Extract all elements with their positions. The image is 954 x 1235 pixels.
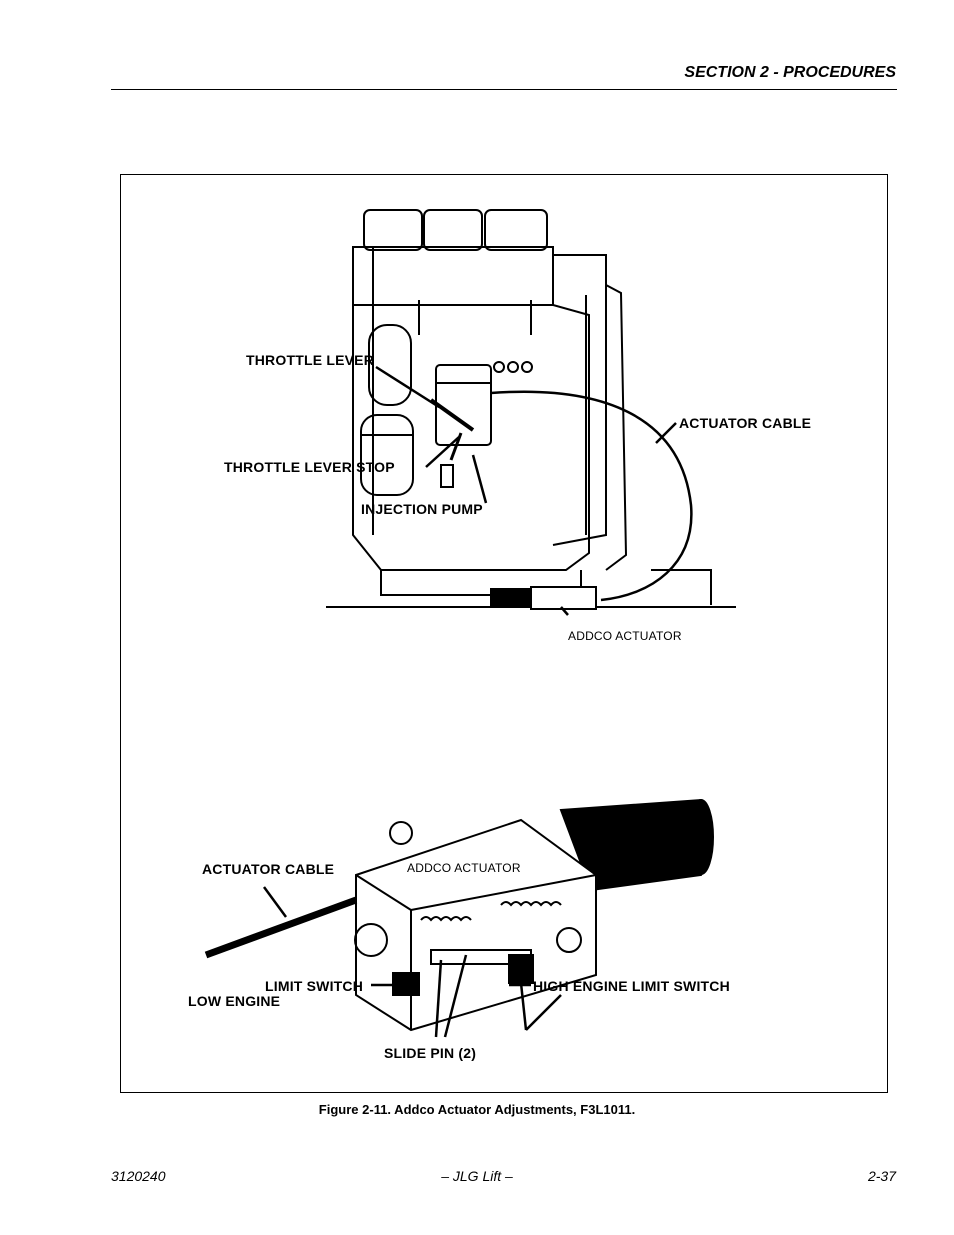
bottom-leader-lines — [262, 886, 562, 1038]
addco-actuator-illustration — [204, 798, 714, 1032]
figure-illustration — [204, 209, 736, 1038]
label-throttle-lever-stop: THROTTLE LEVER STOP — [224, 459, 395, 475]
footer-publisher: – JLG Lift – — [441, 1168, 513, 1184]
header-rule — [111, 89, 897, 90]
footer-doc-number: 3120240 — [111, 1168, 166, 1184]
top-leader-lines — [375, 365, 677, 616]
figure-caption: Figure 2-11. Addco Actuator Adjustments,… — [318, 1102, 636, 1117]
section-header: SECTION 2 - PROCEDURES — [684, 64, 896, 81]
label-low-engine: LOW ENGINE — [188, 993, 281, 1009]
figure-frame: THROTTLE LEVER THROTTLE LEVER STOP INJEC… — [120, 174, 888, 1093]
label-actuator-cable-bottom: ACTUATOR CABLE — [202, 861, 335, 877]
label-addco-actuator-bottom: ADDCO ACTUATOR — [407, 861, 521, 875]
label-high-engine-limit-switch: HIGH ENGINE LIMIT SWITCH — [533, 978, 730, 994]
label-limit-switch: LIMIT SWITCH — [265, 978, 364, 994]
label-throttle-lever: THROTTLE LEVER — [246, 352, 375, 368]
engine-illustration — [326, 209, 736, 610]
label-slide-pin: SLIDE PIN (2) — [384, 1045, 477, 1061]
label-addco-actuator-top: ADDCO ACTUATOR — [568, 629, 682, 643]
label-injection-pump: INJECTION PUMP — [361, 501, 483, 517]
footer-page-number: 2-37 — [867, 1168, 896, 1184]
label-actuator-cable-top: ACTUATOR CABLE — [679, 415, 812, 431]
